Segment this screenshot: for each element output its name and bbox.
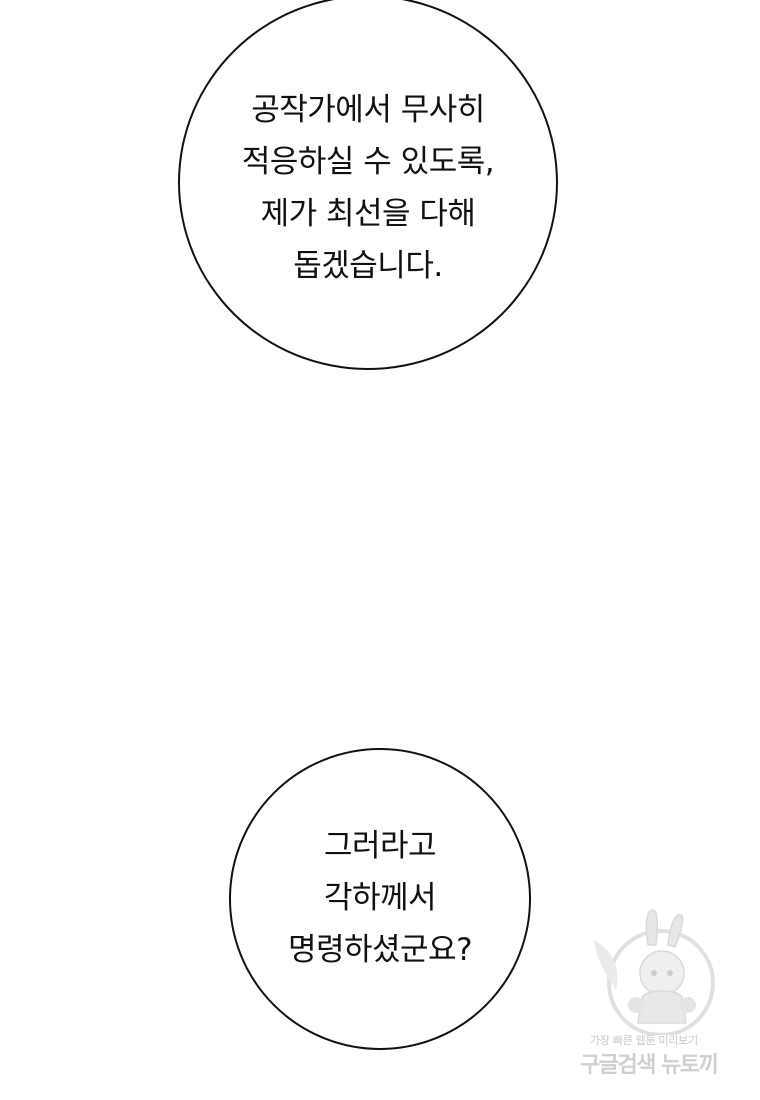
speech-line: 적응하실 수 있도록,: [241, 143, 495, 180]
watermark: 가장 빠른 웹툰 미리보기 구글검색 뉴토끼: [576, 905, 746, 1080]
speech-line: 명령하셨군요?: [287, 932, 473, 968]
speech-bubble-1-text: 공작가에서 무사히 적응하실 수 있도록, 제가 최선을 다해 돕겠습니다.: [241, 84, 495, 292]
speech-bubble-2-text: 그러라고 각하께서 명령하셨군요?: [287, 820, 473, 976]
watermark-small-text: 가장 빠른 웹툰 미리보기: [590, 1034, 698, 1047]
speech-line: 제가 최선을 다해: [260, 195, 476, 232]
speech-line: 돕겠습니다.: [293, 247, 443, 284]
speech-line: 공작가에서 무사히: [251, 91, 485, 128]
speech-bubble-1: 공작가에서 무사히 적응하실 수 있도록, 제가 최선을 다해 돕겠습니다.: [178, 0, 558, 370]
speech-line: 각하께서: [323, 880, 437, 916]
speech-line: 그러라고: [323, 828, 437, 864]
speech-bubble-2: 그러라고 각하께서 명령하셨군요?: [229, 748, 531, 1050]
bunny-mascot-icon: [594, 909, 715, 1035]
watermark-big-text: 구글검색 뉴토끼: [580, 1053, 719, 1078]
